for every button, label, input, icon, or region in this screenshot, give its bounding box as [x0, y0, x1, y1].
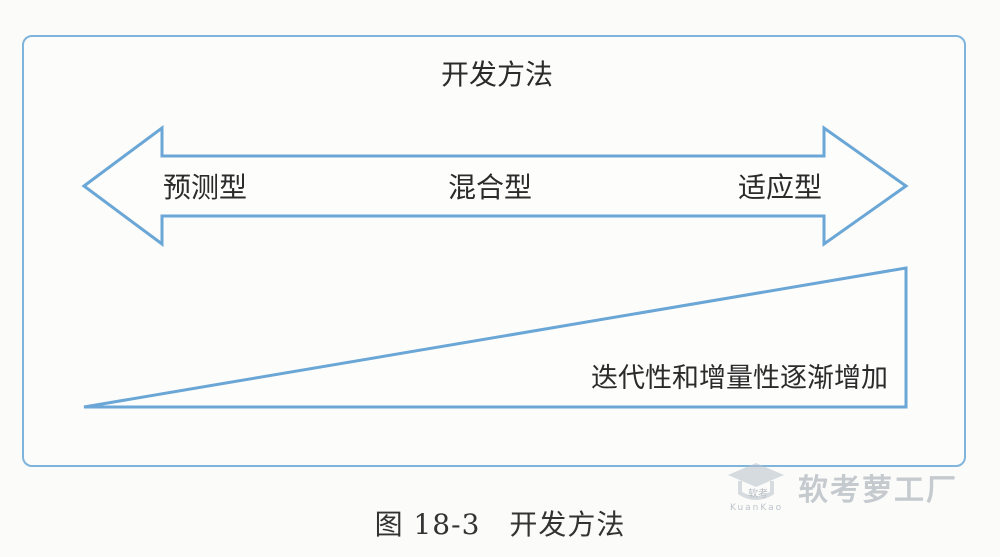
diagram-title: 开发方法 [441, 58, 553, 91]
double-headed-arrow [81, 125, 909, 247]
watermark-text: 软考萝工厂 [798, 473, 958, 508]
graduation-cap-icon [728, 463, 784, 500]
arrow-label-adaptive: 适应型 [738, 171, 822, 204]
increasing-wedge [83, 266, 908, 409]
watermark-label: 软考 [748, 489, 768, 500]
arrow-label-predictive: 预测型 [163, 171, 247, 204]
figure-caption: 图 18-3 开发方法 [374, 508, 626, 541]
watermark-small-text: KuanKao [730, 503, 784, 513]
arrow-label-hybrid: 混合型 [448, 171, 532, 204]
wedge-label: 迭代性和增量性逐渐增加 [591, 363, 888, 394]
watermark: 软考 软考萝工厂 KuanKao [720, 455, 980, 525]
